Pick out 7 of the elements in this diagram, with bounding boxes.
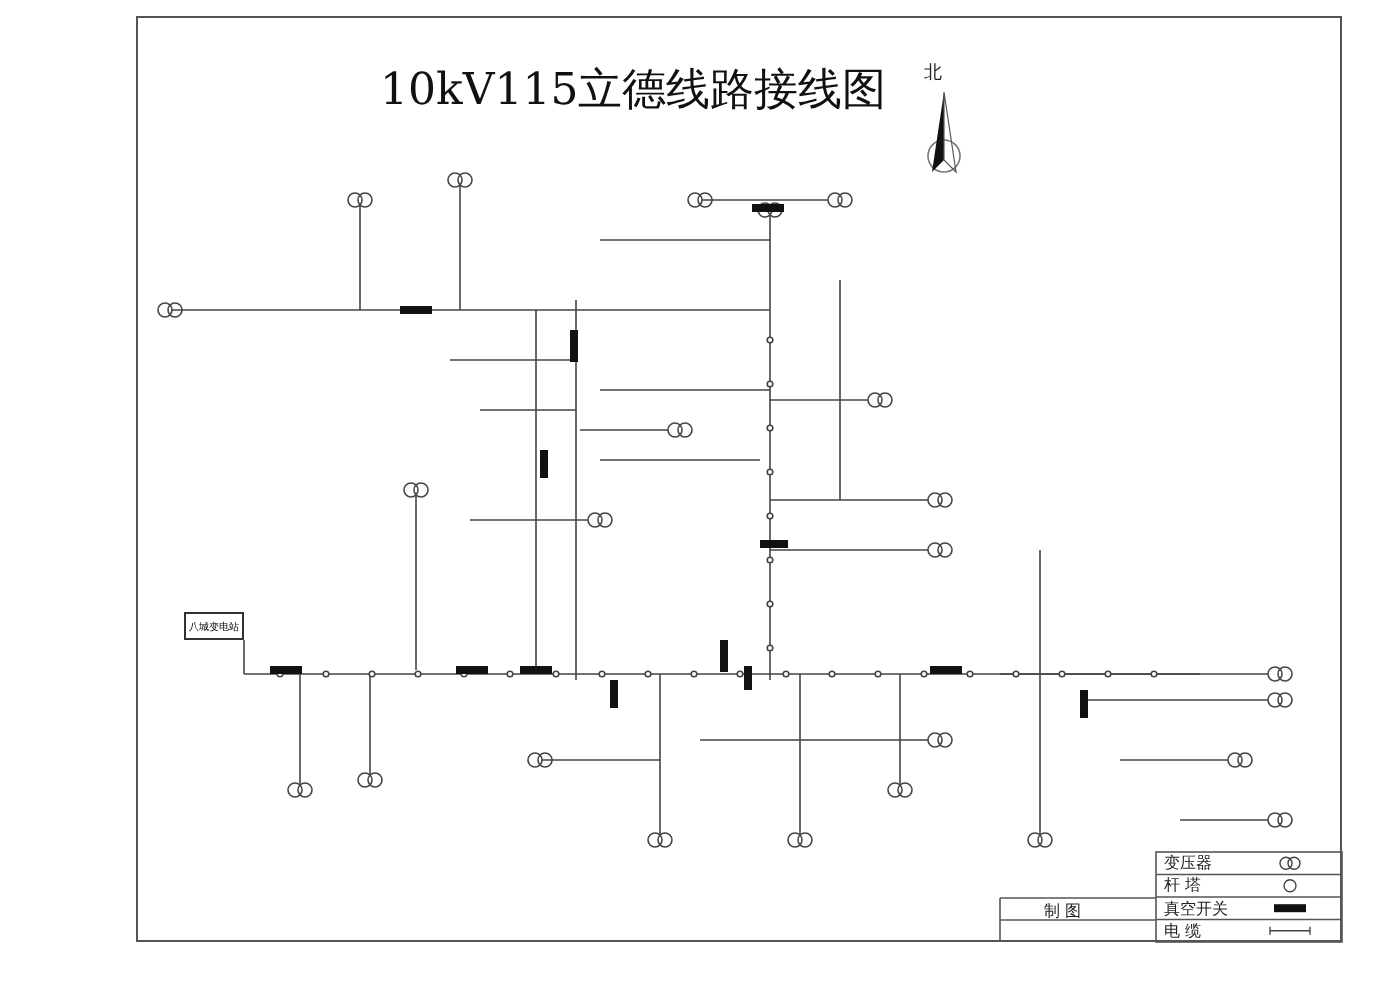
legend-text: 真空开关	[1164, 897, 1228, 920]
legend-text: 电 缆	[1164, 919, 1202, 942]
table-text: 制 图	[1044, 900, 1082, 922]
legend-text: 杆 塔	[1164, 874, 1202, 897]
diagram-title: 10kV115立德线路接线图	[380, 64, 887, 120]
legend-text: 变压器	[1164, 852, 1212, 875]
north-label: 北	[924, 61, 942, 86]
